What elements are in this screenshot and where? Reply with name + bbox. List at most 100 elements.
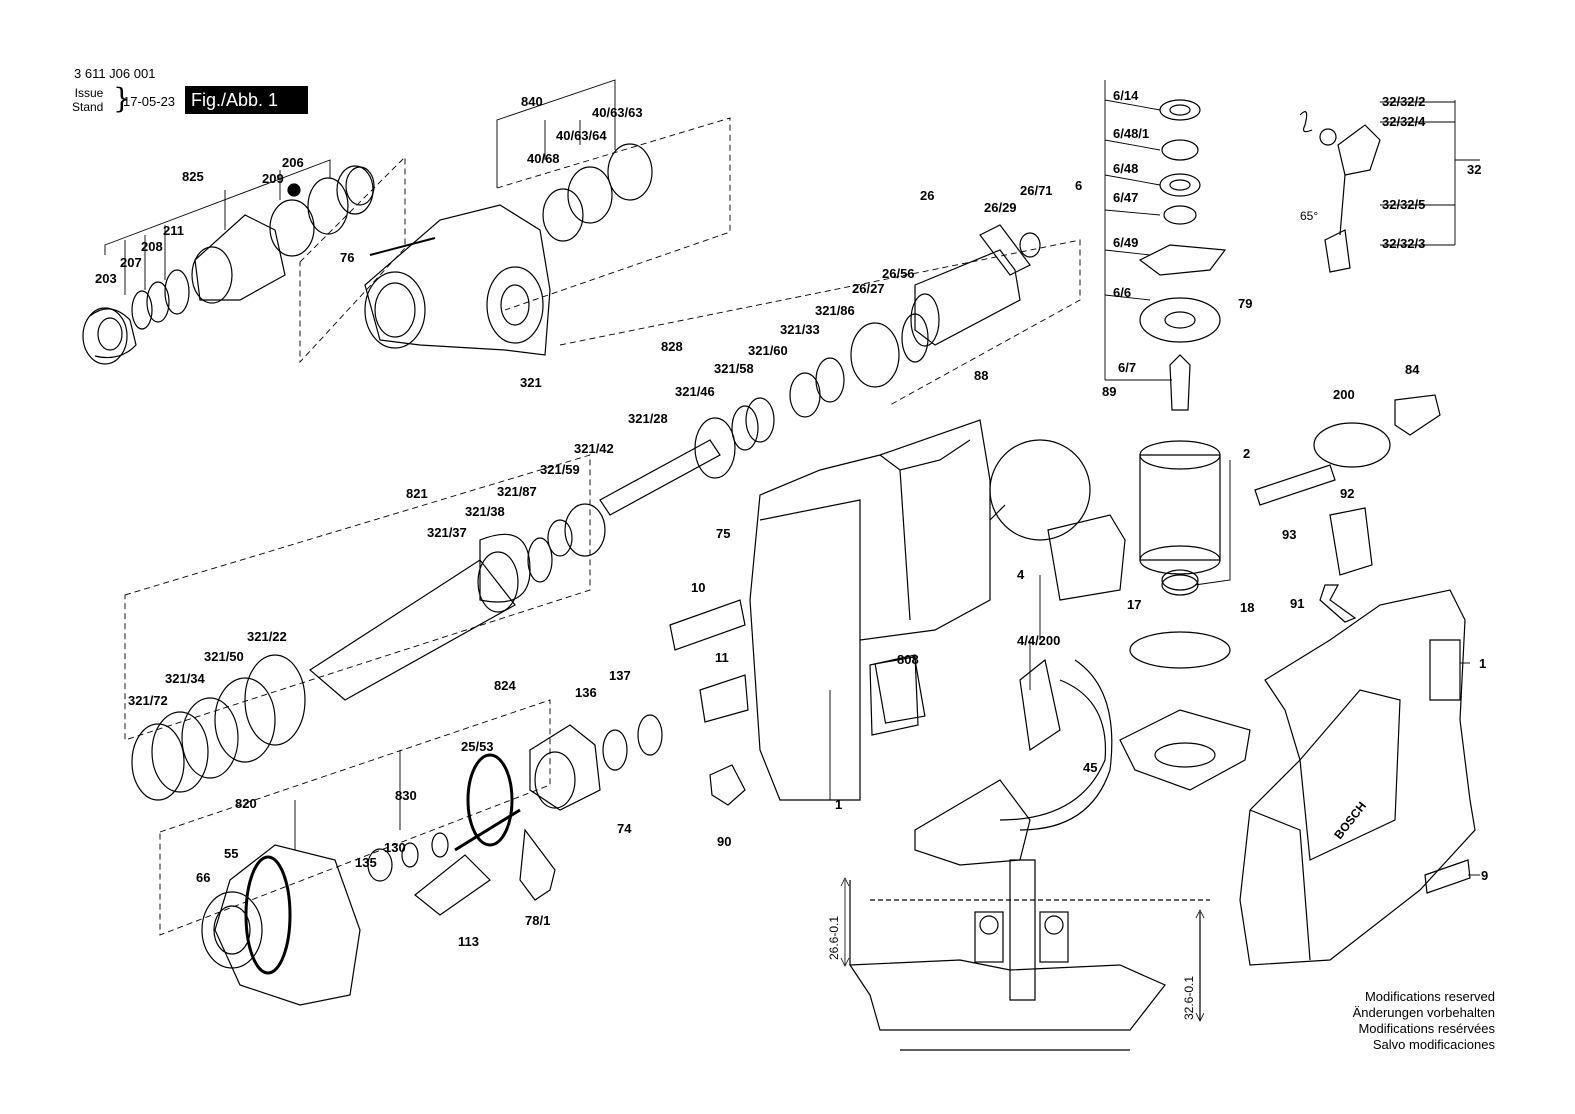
label-321-22: 321/22: [247, 629, 287, 644]
label-plate-808: [869, 654, 919, 736]
dimension-left: 26.6-0.1: [827, 916, 841, 960]
label-825: 825: [182, 169, 204, 184]
label-26-27: 26/27: [852, 281, 885, 296]
section-detail: [848, 859, 1210, 1051]
label-6-14: 6/14: [1113, 88, 1139, 103]
label-840: 840: [521, 94, 543, 109]
label-321-87: 321/87: [497, 484, 537, 499]
leader-lines: [104, 79, 1480, 876]
ring-18: [1129, 631, 1231, 669]
dimension-lines: [840, 877, 1205, 1022]
label-plate-11: [699, 674, 749, 723]
label-6-48-1: 6/48/1: [1113, 126, 1149, 141]
issue-date: 17-05-23: [123, 94, 176, 109]
main-housing-right: [1239, 589, 1476, 966]
label-plate-9: [1424, 859, 1471, 894]
note-es: Salvo modificaciones: [1372, 1037, 1495, 1052]
dimension-right: 32.6-0.1: [1182, 976, 1196, 1020]
label-1-right-housing: 1: [1479, 656, 1486, 671]
label-32: 32: [1467, 162, 1481, 177]
assembly-frames: [124, 117, 1081, 936]
label-6-49: 6/49: [1113, 235, 1138, 250]
label-25-53: 25/53: [461, 739, 494, 754]
document-number: 3 611 J06 001: [74, 66, 156, 81]
label-200: 200: [1333, 387, 1355, 402]
label-1-housing: 1: [835, 797, 842, 812]
label-4-4-200: 4/4/200: [1017, 633, 1060, 648]
label-65-degrees: 65°: [1300, 209, 1318, 223]
label-45: 45: [1083, 760, 1097, 775]
issue-brace: }: [113, 82, 131, 115]
label-10: 10: [691, 580, 705, 595]
chuck-assembly: [82, 165, 375, 365]
label-90: 90: [717, 834, 731, 849]
label-321-37: 321/37: [427, 525, 467, 540]
issue-label: Issue Stand: [72, 86, 103, 114]
label-84: 84: [1405, 362, 1420, 377]
figure-title: Fig./Abb. 1: [185, 86, 308, 114]
label-321-42: 321/42: [574, 441, 614, 456]
label-6-48: 6/48: [1113, 161, 1138, 176]
label-824: 824: [494, 678, 516, 693]
part-91-shape: [1319, 584, 1357, 623]
label-93: 93: [1282, 527, 1296, 542]
label-321-28: 321/28: [628, 411, 668, 426]
note-fr: Modifications resérvées: [1358, 1021, 1495, 1036]
label-26-56: 26/56: [882, 266, 915, 281]
part-93-shape: [1254, 464, 1336, 506]
label-79: 79: [1238, 296, 1252, 311]
label-209: 209: [262, 171, 284, 186]
label-26-29: 26/29: [984, 200, 1017, 215]
label-136: 136: [575, 685, 597, 700]
part-92-shape: [1329, 507, 1373, 576]
label-321-86: 321/86: [815, 303, 855, 318]
label-6-6: 6/6: [1113, 285, 1131, 300]
part-84-shape: [1394, 394, 1441, 436]
label-820: 820: [235, 796, 257, 811]
part-90-shape: [709, 764, 746, 806]
label-321-59: 321/59: [540, 462, 580, 477]
issue-label-de: Stand: [72, 100, 104, 114]
label-92: 92: [1340, 486, 1354, 501]
label-828: 828: [661, 339, 683, 354]
label-32-32-4: 32/32/4: [1382, 114, 1426, 129]
label-130: 130: [384, 840, 406, 855]
label-26: 26: [920, 188, 934, 203]
note-en: Modifications reserved: [1364, 989, 1495, 1004]
label-137: 137: [609, 668, 631, 683]
label-66: 66: [196, 870, 210, 885]
label-830: 830: [395, 788, 417, 803]
label-207: 207: [120, 255, 142, 270]
label-321-58: 321/58: [714, 361, 754, 376]
modification-notes: Modifications reserved Änderungen vorbeh…: [1353, 989, 1495, 1053]
note-de: Änderungen vorbehalten: [1352, 1005, 1495, 1020]
label-208: 208: [141, 239, 163, 254]
hammer-tube-821: [131, 503, 606, 801]
label-321-38: 321/38: [465, 504, 505, 519]
issue-label-en: Issue: [74, 86, 104, 100]
label-206: 206: [282, 155, 304, 170]
label-135: 135: [355, 855, 377, 870]
label-2: 2: [1243, 446, 1250, 461]
fan-cover-45: [1119, 709, 1251, 791]
label-11: 11: [715, 650, 729, 665]
part-labels: 840 40/63/63 40/63/64 40/68 825 206 209 …: [95, 88, 1488, 1020]
label-6-47: 6/47: [1113, 190, 1138, 205]
label-321-33: 321/33: [780, 322, 820, 337]
label-6-7: 6/7: [1118, 360, 1136, 375]
main-housing-half: [749, 419, 1091, 801]
label-74: 74: [617, 821, 632, 836]
label-plate-10: [669, 599, 746, 651]
label-91: 91: [1290, 596, 1304, 611]
label-40-68: 40/68: [527, 151, 560, 166]
part-200-shape: [1313, 422, 1391, 468]
label-321-50: 321/50: [204, 649, 244, 664]
label-78-1: 78/1: [525, 913, 550, 928]
label-17: 17: [1127, 597, 1141, 612]
selector-switch-32: [1299, 111, 1381, 273]
motor-bearing-stack: [1138, 99, 1227, 596]
label-88: 88: [974, 368, 988, 383]
label-40-63-63: 40/63/63: [592, 105, 643, 120]
